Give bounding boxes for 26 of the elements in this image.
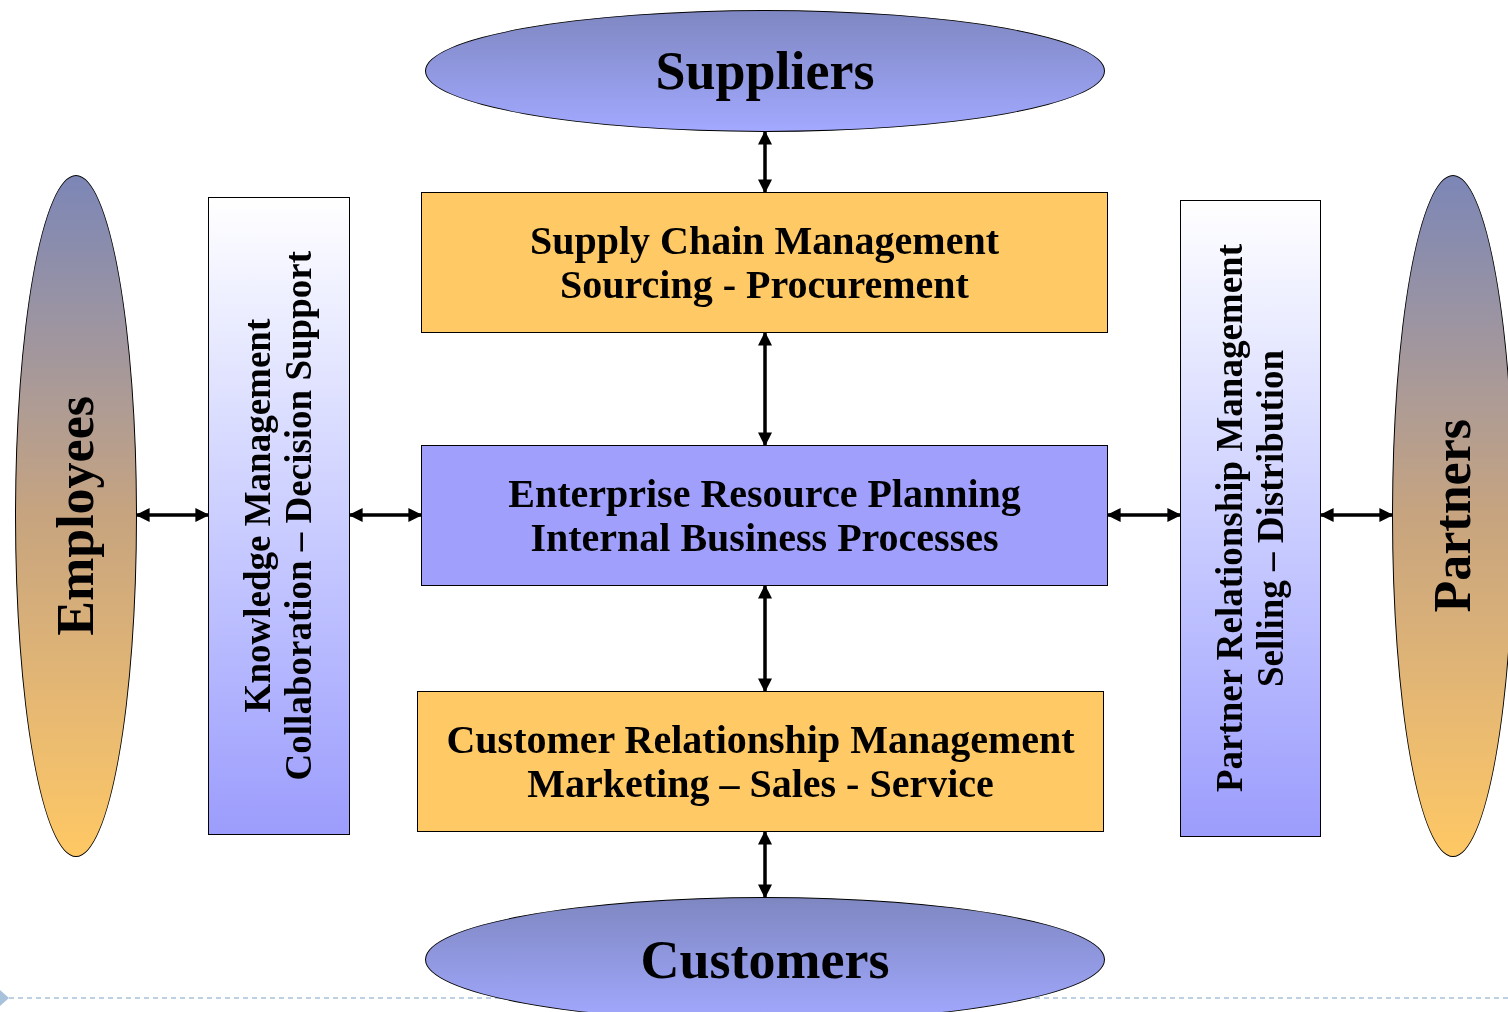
vertical-box	[1180, 200, 1321, 837]
double-arrow	[1319, 508, 1394, 522]
double-arrow	[758, 331, 772, 447]
node-text: Collaboration – Decision Support	[279, 251, 320, 781]
double-arrow	[348, 508, 423, 522]
node-text: Internal Business Processes	[530, 515, 999, 560]
node-text: Enterprise Resource Planning	[508, 471, 1021, 516]
process-box	[421, 192, 1108, 333]
node-text: Selling – Distribution	[1250, 349, 1292, 690]
process-box	[417, 691, 1104, 832]
vertical-box	[208, 197, 350, 835]
process-box	[421, 445, 1108, 586]
node-text: Knowledge Management	[238, 317, 279, 713]
node-text: Partners	[1427, 419, 1479, 613]
node-text: Employees	[50, 396, 102, 636]
double-arrow	[758, 130, 772, 194]
node-text: Marketing – Sales - Service	[526, 761, 994, 806]
node-text: Customers	[640, 932, 890, 987]
double-arrow	[1106, 508, 1182, 522]
double-arrow	[758, 830, 772, 899]
double-arrow	[758, 584, 772, 693]
node-text: Partner Relationship Management	[1209, 244, 1250, 793]
double-arrow	[135, 508, 210, 522]
node-text: Supply Chain Management	[530, 218, 999, 263]
node-text: Customer Relationship Management	[446, 717, 1075, 762]
node-text: Sourcing - Procurement	[560, 262, 969, 307]
